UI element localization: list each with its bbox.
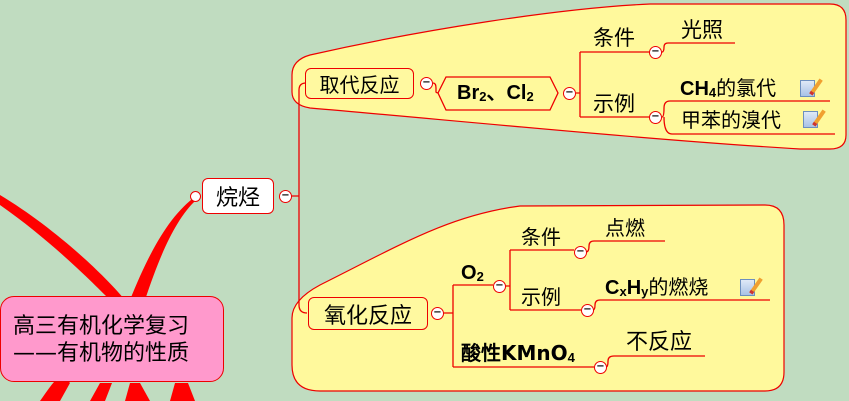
collapse-button-alkane[interactable]: − [279,190,292,203]
collapse-button-o2[interactable]: − [493,280,506,293]
reagent-cl: Cl [506,82,527,104]
reagent-sep: 、 [486,82,507,104]
central-title-line1: 高三有机化学复习 [13,314,190,339]
node-o2[interactable]: O2 [461,261,484,289]
node-example-ch4[interactable]: CH4的氯代 [680,76,776,105]
cxhy-y: y [641,284,649,299]
collapse-button-reagent[interactable]: − [563,87,576,100]
cxhy-c: C [605,277,620,299]
node-substitution-label: 取代反应 [319,73,400,97]
kmno4-text: 酸性KMnO [461,341,568,365]
cxhy-x: x [619,284,627,299]
node-example-label[interactable]: 示例 [593,92,635,116]
reagent-br-sub: 2 [479,89,487,104]
reagent-cl-sub: 2 [526,89,534,104]
central-title-line2: ——有机物的性质 [13,341,190,366]
cxhy-text: 的燃烧 [648,275,709,299]
ch4-text: 的氯代 [716,76,777,100]
callout-oxidation [291,204,785,392]
topic-alkane-label: 烷烃 [215,186,260,211]
node-condition-label[interactable]: 条件 [593,26,635,50]
node-oxidation-label: 氧化反应 [323,303,412,329]
cxhy-h: H [626,277,642,299]
callout-substitution [291,3,847,150]
central-branches [0,195,196,401]
collapse-button-substitution[interactable]: − [420,77,433,90]
node-ox-example-cxhy[interactable]: CxHy的燃烧 [605,275,708,304]
kmno4-sub: 4 [567,350,575,365]
topic-alkane[interactable]: 烷烃 [202,178,274,214]
central-topic[interactable]: 高三有机化学复习 ——有机物的性质 [0,296,224,382]
node-kmno4[interactable]: 酸性KMnO4 [461,341,575,370]
node-condition-value[interactable]: 光照 [681,18,723,42]
node-ox-condition-value[interactable]: 点燃 [605,216,645,240]
node-substitution[interactable]: 取代反应 [305,68,414,99]
node-ox-condition-label[interactable]: 条件 [521,225,561,249]
collapse-button-oxidation[interactable]: − [431,307,444,320]
note-icon[interactable] [803,111,818,128]
o2-formula: O [461,262,477,284]
note-icon[interactable] [800,80,815,97]
o2-sub: 2 [476,269,484,284]
reagent-hexagon [437,76,559,111]
node-reagent[interactable]: Br2、Cl2 [457,81,534,109]
node-example-toluene[interactable]: 甲苯的溴代 [681,108,781,132]
collapse-button-condition[interactable]: − [649,46,662,59]
collapse-button-ox-example[interactable]: − [581,304,594,317]
note-icon[interactable] [740,279,755,296]
collapse-button-kmno4[interactable]: − [594,361,607,374]
ch4-sub: 4 [708,85,717,100]
reagent-br: Br [457,82,480,104]
node-kmno4-result[interactable]: 不反应 [626,330,693,355]
collapse-button-ox-condition[interactable]: − [574,246,587,259]
collapse-button-example[interactable]: − [649,111,662,124]
expand-handle-left[interactable] [190,191,201,202]
node-ox-example-label[interactable]: 示例 [521,285,561,309]
ch4-formula: CH [680,78,709,100]
node-oxidation[interactable]: 氧化反应 [308,297,428,330]
